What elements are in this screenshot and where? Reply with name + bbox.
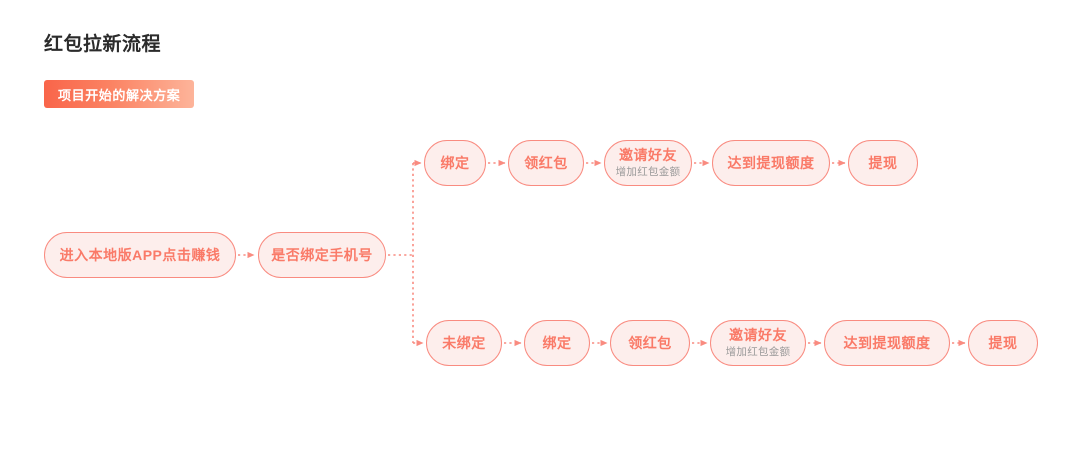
page-title: 红包拉新流程 bbox=[44, 34, 162, 55]
flow-node-label: 领红包 bbox=[524, 155, 568, 171]
flow-node-label: 达到提现额度 bbox=[843, 335, 931, 351]
flow-node-decision[interactable]: 是否绑定手机号 bbox=[258, 232, 386, 278]
flow-node-bottom-unbound[interactable]: 未绑定 bbox=[426, 320, 502, 366]
flow-node-bottom-claim[interactable]: 领红包 bbox=[610, 320, 690, 366]
flow-node-label: 提现 bbox=[988, 335, 1018, 351]
flow-node-label: 邀请好友 bbox=[729, 327, 787, 343]
flow-node-sublabel: 增加红包金额 bbox=[615, 166, 681, 178]
flow-node-bottom-threshold[interactable]: 达到提现额度 bbox=[824, 320, 950, 366]
flow-node-label: 进入本地版APP点击赚钱 bbox=[59, 247, 221, 263]
flow-node-label: 提现 bbox=[868, 155, 898, 171]
flow-node-label: 绑定 bbox=[542, 335, 572, 351]
solution-badge: 项目开始的解决方案 bbox=[44, 80, 195, 108]
flow-node-top-claim[interactable]: 领红包 bbox=[508, 140, 584, 186]
flow-node-label: 邀请好友 bbox=[619, 147, 677, 163]
flow-node-top-withdraw[interactable]: 提现 bbox=[848, 140, 918, 186]
flow-node-label: 领红包 bbox=[628, 335, 672, 351]
flow-node-label: 达到提现额度 bbox=[727, 155, 815, 171]
flow-node-bottom-invite[interactable]: 邀请好友 增加红包金额 bbox=[710, 320, 806, 366]
flow-node-top-threshold[interactable]: 达到提现额度 bbox=[712, 140, 830, 186]
flow-node-bottom-bind[interactable]: 绑定 bbox=[524, 320, 590, 366]
flow-node-top-invite[interactable]: 邀请好友 增加红包金额 bbox=[604, 140, 692, 186]
flow-node-label: 是否绑定手机号 bbox=[271, 247, 373, 263]
flow-node-label: 绑定 bbox=[440, 155, 470, 171]
flow-node-top-bind[interactable]: 绑定 bbox=[424, 140, 486, 186]
flow-node-label: 未绑定 bbox=[442, 335, 486, 351]
flow-node-bottom-withdraw[interactable]: 提现 bbox=[968, 320, 1038, 366]
flow-node-sublabel: 增加红包金额 bbox=[725, 346, 791, 358]
flow-node-entry[interactable]: 进入本地版APP点击赚钱 bbox=[44, 232, 236, 278]
solution-badge-label: 项目开始的解决方案 bbox=[58, 87, 181, 103]
